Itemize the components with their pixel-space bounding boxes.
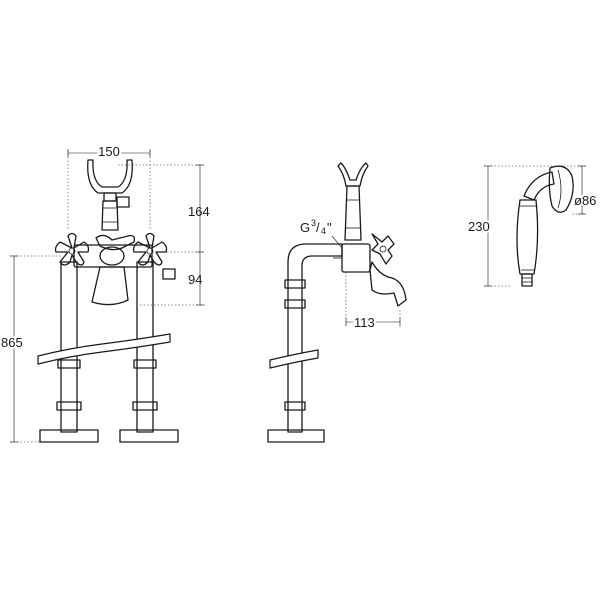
dim-label-164: 164 [188,204,210,219]
side-cross-handle [371,233,395,265]
dim-label-113: 113 [354,315,375,330]
connection-quote: " [327,220,332,235]
right-cross-handle [132,232,168,266]
dim-label-150: 150 [98,144,120,159]
shower-head [548,165,574,213]
break-mark-front [37,333,171,365]
cradle-neck [103,192,117,202]
dim-label-230: 230 [468,219,490,234]
connection-den: 4 [321,226,326,236]
hand-shower-view: 230 ø86 [466,165,598,287]
dimension-94: 94 [140,251,205,306]
side-body [341,243,371,273]
dim-label-865: 865 [1,335,23,350]
left-cross-handle [54,232,90,266]
side-view: G 3 / 4 " 113 [267,162,407,443]
dimension-diameter: ø86 [560,165,598,215]
right-leg [119,261,179,443]
left-leg [39,261,99,443]
front-spout [91,266,129,306]
connection-label: G 3 / 4 " [300,218,343,249]
break-mark-side [269,349,319,369]
dim-label-diameter: ø86 [574,193,596,208]
cradle-outlet [116,196,130,208]
side-spout [369,261,407,307]
connection-num: 3 [311,218,316,228]
dimension-113: 113 [345,272,401,332]
shower-handle [516,199,539,275]
shower-cradle [87,159,133,194]
connection-g: G [300,220,310,235]
connection-slash: / [316,220,320,235]
side-cradle [337,162,369,187]
dimension-230: 230 [466,165,560,287]
side-column [344,185,362,241]
body-centre-boss [99,246,125,266]
shower-neck [523,171,555,201]
dimension-865: 865 [0,255,62,443]
riser-pipe [287,243,343,433]
diverter-column [101,200,119,231]
diverter-lever [95,234,136,251]
shower-thread [521,273,533,287]
front-view: 150 164 94 865 [0,142,210,443]
dim-label-94: 94 [188,272,202,287]
side-knob [162,268,176,280]
dimension-150: 150 [67,142,151,230]
